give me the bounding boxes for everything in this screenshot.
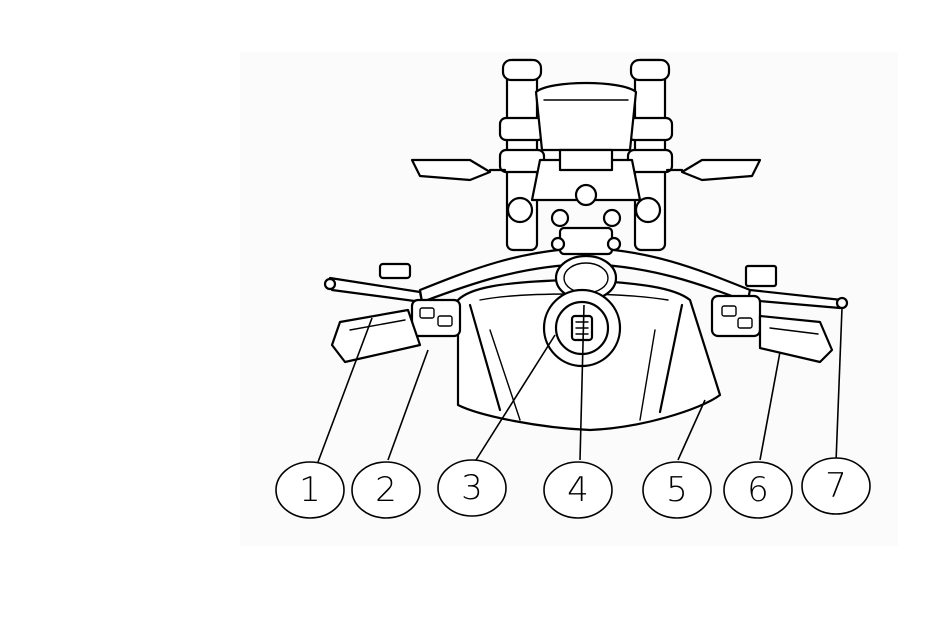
callout-label: 2 xyxy=(375,470,397,510)
callout-4: 4 xyxy=(544,462,612,518)
left-grip xyxy=(380,264,410,278)
callout-label: 6 xyxy=(747,470,769,510)
right-mirror xyxy=(760,316,832,362)
left-switch-housing xyxy=(412,300,460,336)
callout-2: 2 xyxy=(352,462,420,518)
headlight-housing xyxy=(536,83,636,150)
callout-label: 4 xyxy=(567,470,589,510)
front-brake-lever xyxy=(748,290,847,308)
turn-signal-left xyxy=(412,160,505,180)
callout-label: 5 xyxy=(666,470,688,510)
callout-7: 7 xyxy=(802,458,870,514)
callout-label: 7 xyxy=(825,466,847,506)
callout-label: 1 xyxy=(299,470,321,510)
callout-label: 3 xyxy=(461,468,483,508)
callout-6: 6 xyxy=(724,462,792,518)
right-switch-housing xyxy=(712,296,760,336)
left-mirror xyxy=(332,310,420,362)
clutch-lever xyxy=(325,278,422,302)
turn-signal-right xyxy=(667,160,760,180)
callout-1: 1 xyxy=(276,462,344,518)
callout-5: 5 xyxy=(643,462,711,518)
callout-3: 3 xyxy=(438,460,506,516)
right-bracket xyxy=(746,266,776,286)
